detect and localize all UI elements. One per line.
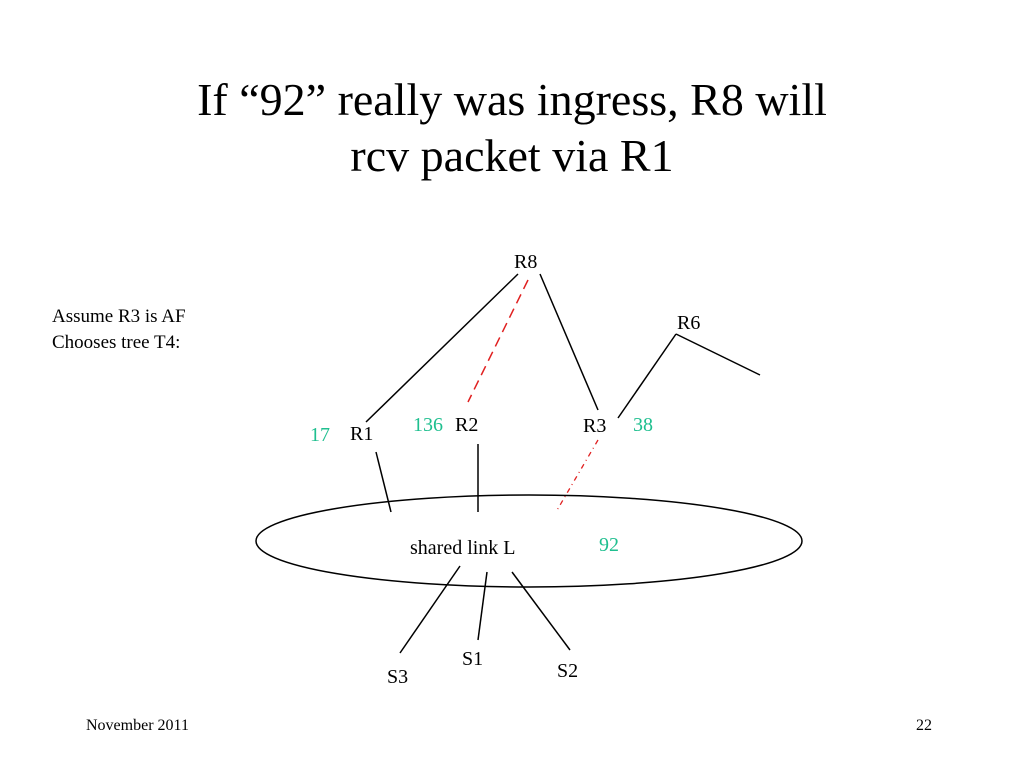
node-r6: R6 [677, 312, 701, 334]
node-r8: R8 [514, 251, 538, 273]
metric-link: 92 [599, 534, 619, 556]
node-r3: R3 [583, 415, 607, 437]
footer-date: November 2011 [86, 717, 189, 734]
metric-r2: 136 [413, 414, 443, 436]
page-number: 22 [916, 717, 932, 734]
edge-link-s2 [511, 571, 571, 651]
edge-link-s3 [399, 565, 461, 654]
node-s2: S2 [557, 660, 579, 682]
shared-link-ellipse [255, 494, 803, 588]
assumption-note: Assume R3 is AF Chooses tree T4: [52, 304, 186, 356]
node-r1: R1 [350, 423, 374, 445]
edge-r6-out [675, 333, 761, 376]
note-line-1: Assume R3 is AF [52, 306, 186, 327]
node-s3: S3 [387, 666, 409, 688]
edge-r8-r1 [365, 273, 519, 423]
edge-r3-r6 [617, 333, 677, 419]
node-s1: S1 [462, 648, 484, 670]
edge-r8-r3 [539, 273, 599, 411]
node-r2: R2 [455, 414, 479, 436]
title-line-1: If “92” really was ingress, R8 will [197, 74, 827, 125]
dashed-edge-r8-r2 [467, 279, 529, 403]
title-line-2: rcv packet via R1 [350, 130, 674, 181]
edge-link-s1 [477, 571, 488, 641]
note-line-2: Chooses tree T4: [52, 332, 181, 353]
slide-title: If “92” really was ingress, R8 will rcv … [0, 72, 1024, 184]
dashed-edge-r3-link [555, 439, 599, 513]
shared-link-label: shared link L [410, 537, 516, 559]
metric-r1: 17 [310, 424, 330, 446]
metric-r3: 38 [633, 414, 653, 436]
